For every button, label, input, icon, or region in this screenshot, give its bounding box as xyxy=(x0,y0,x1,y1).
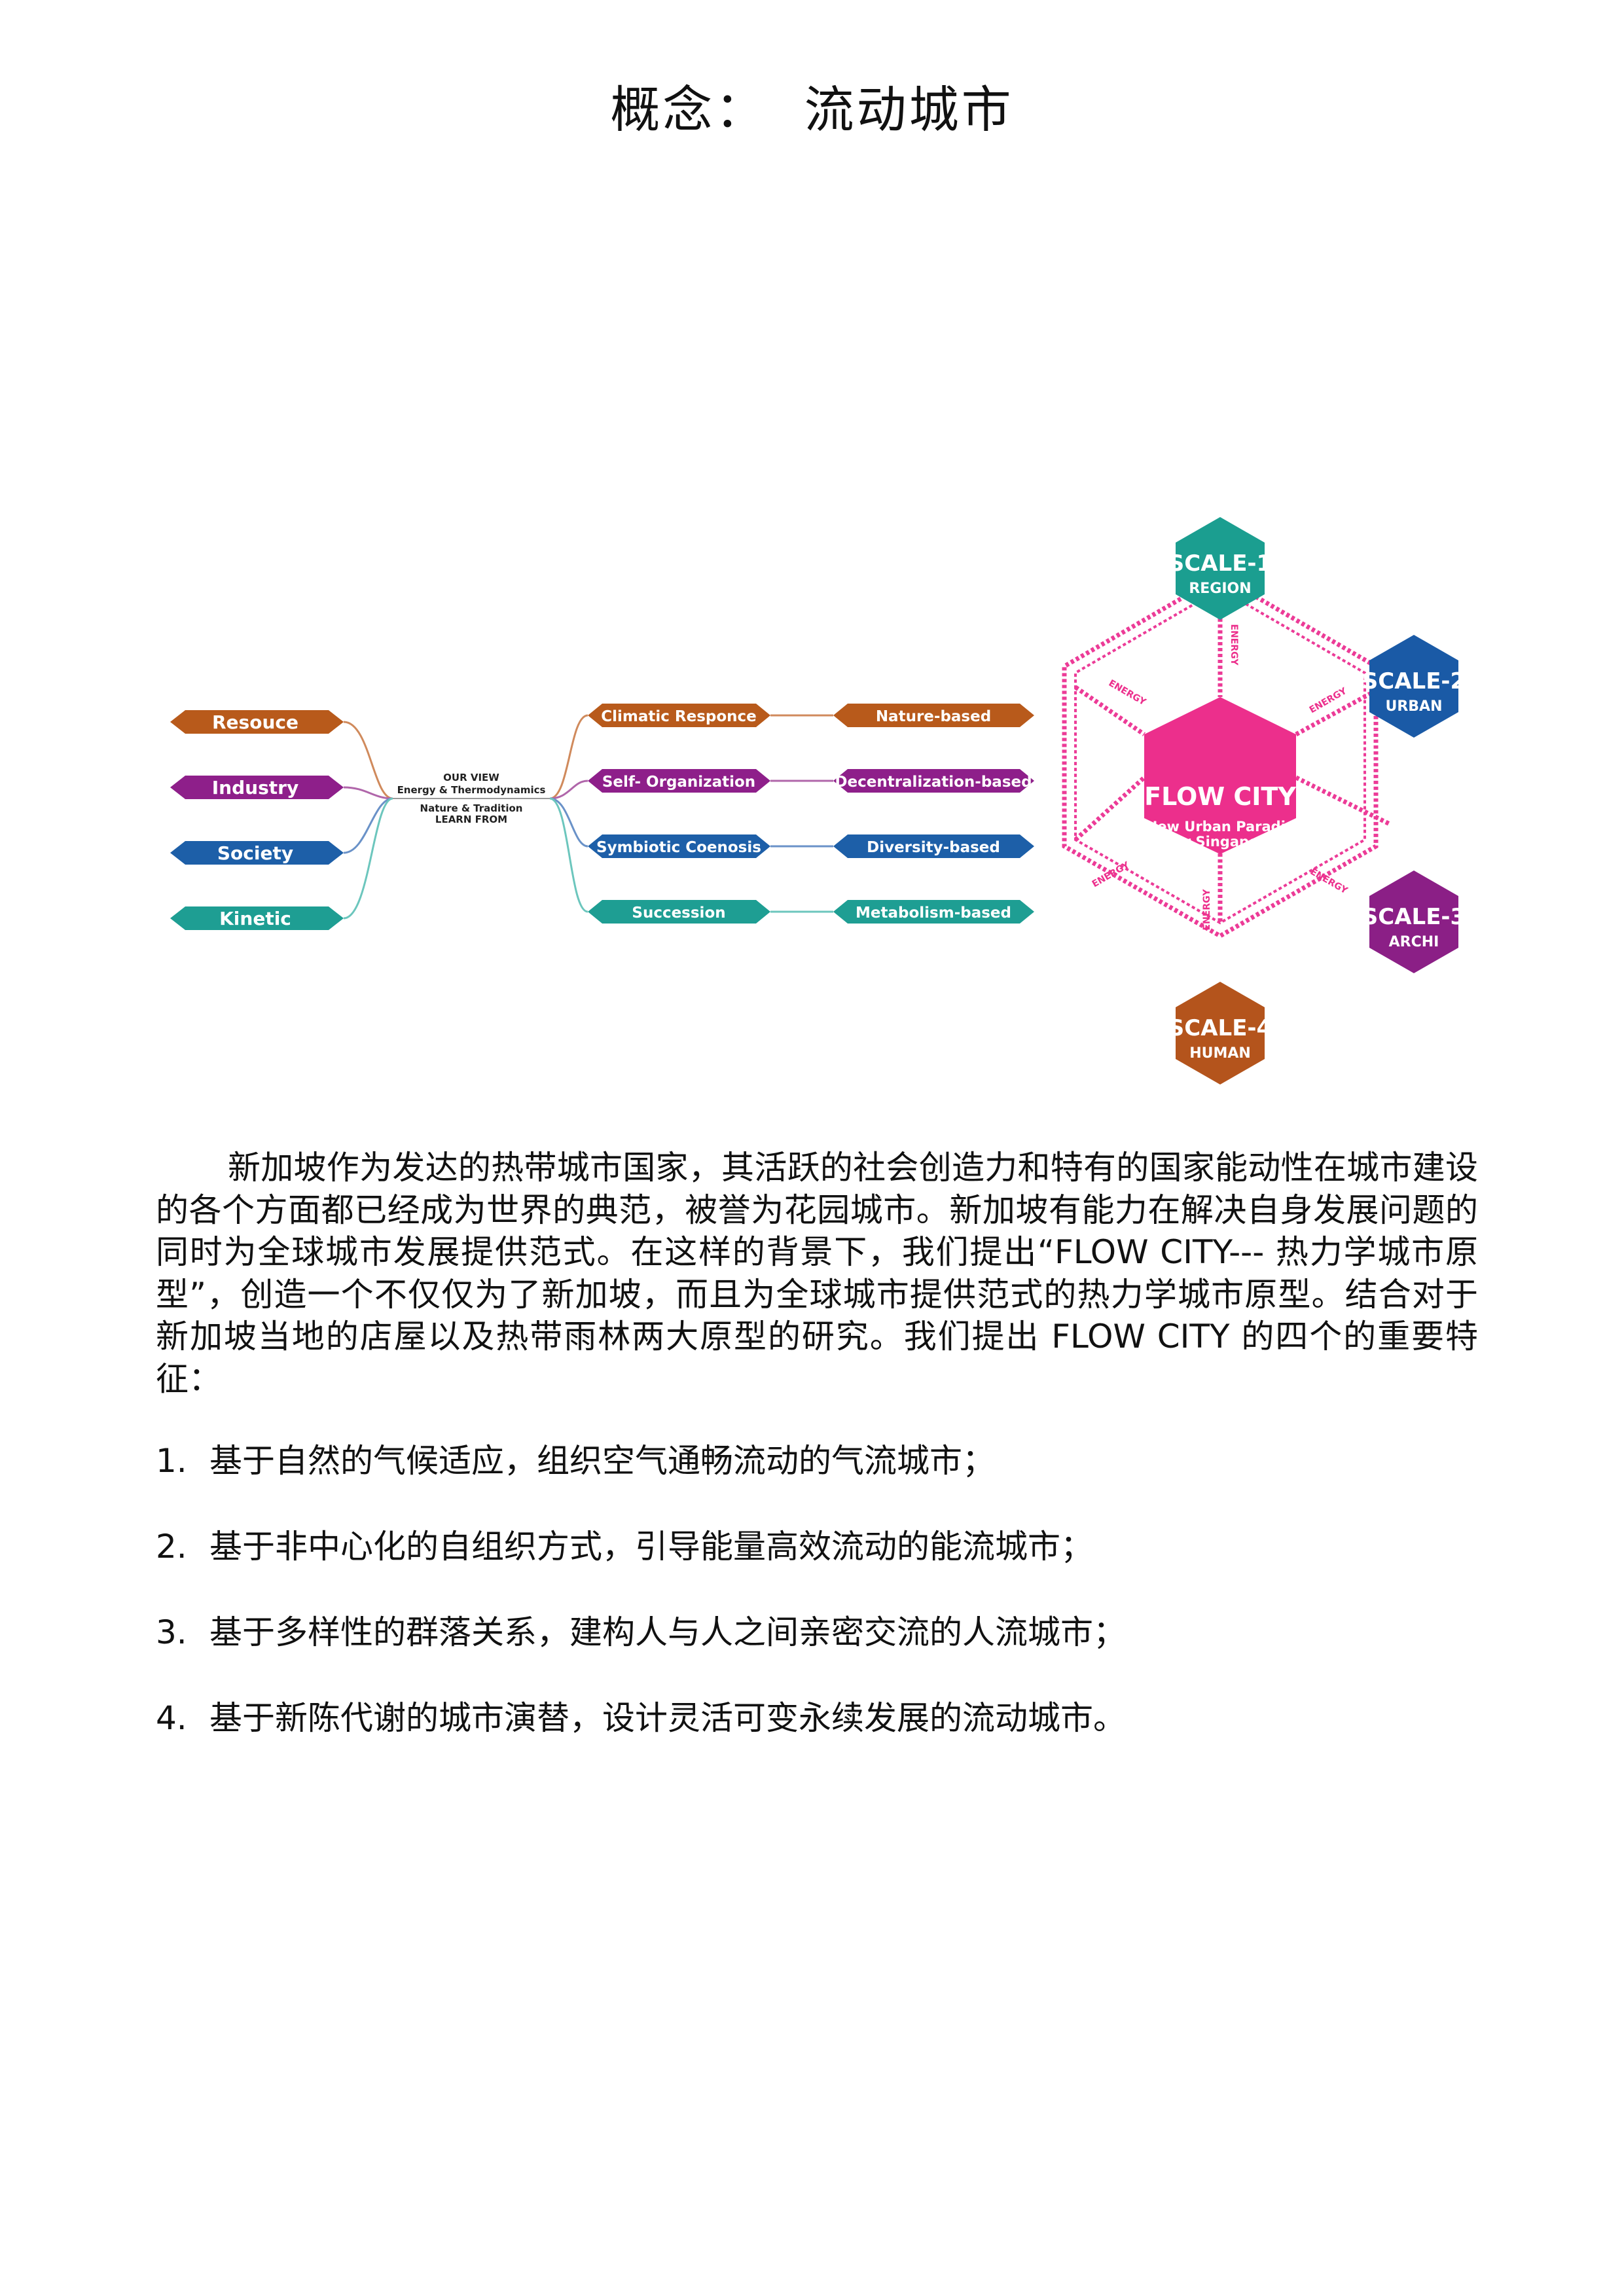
middle-tag-succession: Succession xyxy=(588,900,770,924)
flow-city-title: FLOW CITY xyxy=(1144,782,1296,811)
list-item: 4. 基于新陈代谢的城市演替，设计灵活可变永续发展的流动城市。 xyxy=(156,1697,1478,1739)
list-number: 2. xyxy=(156,1528,187,1566)
link-left-top xyxy=(1074,685,1146,736)
connector-society xyxy=(343,797,393,854)
connector-succession xyxy=(549,797,588,913)
left-tag-label: Industry xyxy=(212,777,298,798)
connector-symbiotic xyxy=(549,797,588,848)
intro-paragraph: 新加坡作为发达的热带城市国家，其活跃的社会创造力和特有的国家能动性在城市建设的各… xyxy=(156,1149,1478,1398)
scale-3-hexagon: SCALE-3 ARCHI xyxy=(1362,870,1466,973)
middle-tag-label: Symbiotic Coenosis xyxy=(596,839,761,856)
left-tag-label: Kinetic xyxy=(219,908,291,929)
flow-city-hexagon: FLOW CITY A New Urban Paradigm For Singa… xyxy=(1130,697,1310,854)
scale-3-title: SCALE-3 xyxy=(1362,904,1466,930)
scale-2-hexagon: SCALE-2 URBAN xyxy=(1362,635,1466,738)
list-text: 基于自然的气候适应，组织空气通畅流动的气流城市； xyxy=(209,1442,995,1480)
scale-3-sub: ARCHI xyxy=(1389,934,1439,950)
scale-2-title: SCALE-2 xyxy=(1362,668,1466,694)
right-tag-nature: Nature-based xyxy=(833,704,1034,727)
list-number: 1. xyxy=(156,1442,187,1480)
scale-1-title: SCALE-1 xyxy=(1168,550,1272,577)
right-tag-label: Decentralization-based xyxy=(835,774,1032,791)
connector-resouce xyxy=(343,721,393,800)
scale-2-sub: URBAN xyxy=(1385,698,1442,715)
left-tag-resouce: Resouce xyxy=(170,710,344,734)
right-tag-label: Nature-based xyxy=(876,708,991,725)
energy-label-bottom: ENERGY xyxy=(1202,889,1212,931)
page-title: 概念： 流动城市 xyxy=(610,81,1014,139)
scale-1-sub: REGION xyxy=(1189,581,1251,597)
connector-climatic xyxy=(549,714,588,800)
middle-tag-symbiotic: Symbiotic Coenosis xyxy=(588,834,770,858)
middle-tag-label: Self- Organization xyxy=(602,774,755,791)
list-number: 3. xyxy=(156,1613,187,1651)
left-tag-label: Resouce xyxy=(212,711,298,733)
left-tag-society: Society xyxy=(170,841,344,865)
flow-city-diagram: Resouce Industry Society Kinetic OUR VIE… xyxy=(170,517,1466,1085)
energy-label-left-top: ENERGY xyxy=(1107,678,1148,708)
connector-industry xyxy=(343,786,393,800)
list-item: 2. 基于非中心化的自组织方式，引导能量高效流动的能流城市； xyxy=(156,1526,1478,1568)
middle-tag-climatic: Climatic Responce xyxy=(588,704,770,727)
flow-city-subtitle-1: A New Urban Paradigm xyxy=(1130,819,1310,834)
flow-city-subtitle-2: For Singapore xyxy=(1166,834,1274,850)
connector-kinetic xyxy=(343,797,393,920)
right-tag-diversity: Diversity-based xyxy=(833,834,1034,858)
middle-tag-label: Climatic Responce xyxy=(601,708,757,725)
center-line-1: OUR VIEW xyxy=(443,772,499,783)
right-tag-label: Metabolism-based xyxy=(856,905,1011,922)
list-text: 基于多样性的群落关系，建构人与人之间亲密交流的人流城市； xyxy=(209,1613,1126,1651)
inner-hex-frame xyxy=(1074,587,1366,925)
scale-4-hexagon: SCALE-4 HUMAN xyxy=(1168,982,1272,1085)
right-tag-decentralization: Decentralization-based xyxy=(833,769,1034,793)
center-line-4: LEARN FROM xyxy=(435,814,507,825)
middle-tag-label: Succession xyxy=(632,905,725,922)
center-line-3: Nature & Tradition xyxy=(420,802,523,814)
connector-self-org xyxy=(549,780,588,800)
list-item: 3. 基于多样性的群落关系，建构人与人之间亲密交流的人流城市； xyxy=(156,1611,1478,1653)
energy-label-left-bottom: ENERGY xyxy=(1091,859,1132,889)
list-number: 4. xyxy=(156,1699,187,1737)
center-line-2: Energy & Thermodynamics xyxy=(397,784,546,796)
left-tag-kinetic: Kinetic xyxy=(170,906,344,930)
left-tag-industry: Industry xyxy=(170,776,344,799)
right-tag-metabolism: Metabolism-based xyxy=(833,900,1034,924)
energy-label-top: ENERGY xyxy=(1229,624,1239,666)
list-text: 基于新陈代谢的城市演替，设计灵活可变永续发展的流动城市。 xyxy=(209,1699,1126,1737)
list-item: 1. 基于自然的气候适应，组织空气通畅流动的气流城市； xyxy=(156,1440,1478,1482)
scale-4-title: SCALE-4 xyxy=(1168,1015,1272,1041)
center-label: OUR VIEW Energy & Thermodynamics Nature … xyxy=(393,772,550,825)
right-tag-label: Diversity-based xyxy=(867,839,1000,856)
middle-tag-self-organization: Self- Organization xyxy=(588,769,770,793)
list-text: 基于非中心化的自组织方式，引导能量高效流动的能流城市； xyxy=(209,1528,1093,1566)
scale-4-sub: HUMAN xyxy=(1189,1045,1251,1062)
link-left-bottom xyxy=(1074,776,1146,842)
scale-1-hexagon: SCALE-1 REGION xyxy=(1168,517,1272,620)
left-tag-label: Society xyxy=(217,842,293,864)
energy-label-right-top: ENERGY xyxy=(1308,685,1349,715)
